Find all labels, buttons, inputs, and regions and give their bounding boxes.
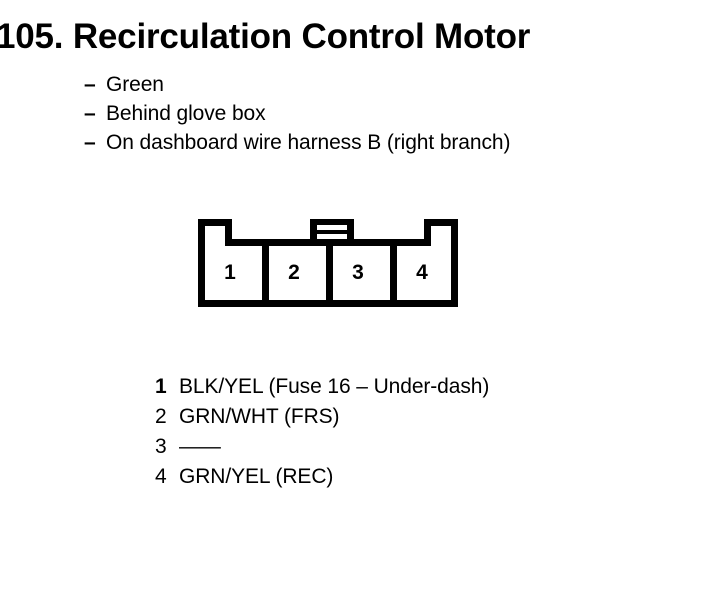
legend-pin-description: GRN/WHT (FRS)	[179, 405, 340, 428]
bullet-dash-icon: –	[84, 102, 96, 125]
legend-pin-number: 4	[155, 465, 167, 488]
latch-slot-lower	[317, 234, 347, 239]
note-text: Behind glove box	[106, 102, 266, 125]
note-item: –Green	[84, 70, 510, 99]
legend-pin-description: BLK/YEL (Fuse 16 – Under-dash)	[179, 375, 490, 398]
legend-pin-number: 2	[155, 405, 167, 428]
pin-legend: 1 BLK/YEL (Fuse 16 – Under-dash) 2 GRN/W…	[155, 372, 489, 492]
legend-row: 3 ——	[155, 432, 489, 462]
bullet-dash-icon: –	[84, 131, 96, 154]
legend-pin-description: ——	[179, 435, 221, 458]
cavity-divider	[390, 239, 397, 307]
connector-pin-3: 3	[352, 261, 364, 284]
legend-row: 2 GRN/WHT (FRS)	[155, 402, 489, 432]
legend-pin-number: 1	[155, 375, 167, 398]
notes-list: –Green –Behind glove box –On dashboard w…	[84, 70, 510, 157]
connector-diagram: 1 2 3 4	[198, 219, 458, 307]
legend-row: 4 GRN/YEL (REC)	[155, 462, 489, 492]
connector-pin-2: 2	[288, 261, 300, 284]
note-text: On dashboard wire harness B (right branc…	[106, 131, 511, 154]
page-title: 105. Recirculation Control Motor	[0, 17, 531, 56]
bullet-dash-icon: –	[84, 73, 96, 96]
legend-pin-number: 3	[155, 435, 167, 458]
connector-center-latch	[310, 219, 354, 243]
connector-pin-4: 4	[416, 261, 428, 284]
connector-pin-1: 1	[224, 261, 236, 284]
connector-right-tab	[424, 219, 458, 246]
note-text: Green	[106, 73, 164, 96]
cavity-divider	[262, 239, 269, 307]
latch-slot-upper	[317, 225, 347, 230]
note-item: –On dashboard wire harness B (right bran…	[84, 128, 510, 157]
cavity-divider	[326, 239, 333, 307]
connector-left-tab	[198, 219, 232, 246]
legend-row: 1 BLK/YEL (Fuse 16 – Under-dash)	[155, 372, 489, 402]
legend-pin-description: GRN/YEL (REC)	[179, 465, 334, 488]
note-item: –Behind glove box	[84, 99, 510, 128]
